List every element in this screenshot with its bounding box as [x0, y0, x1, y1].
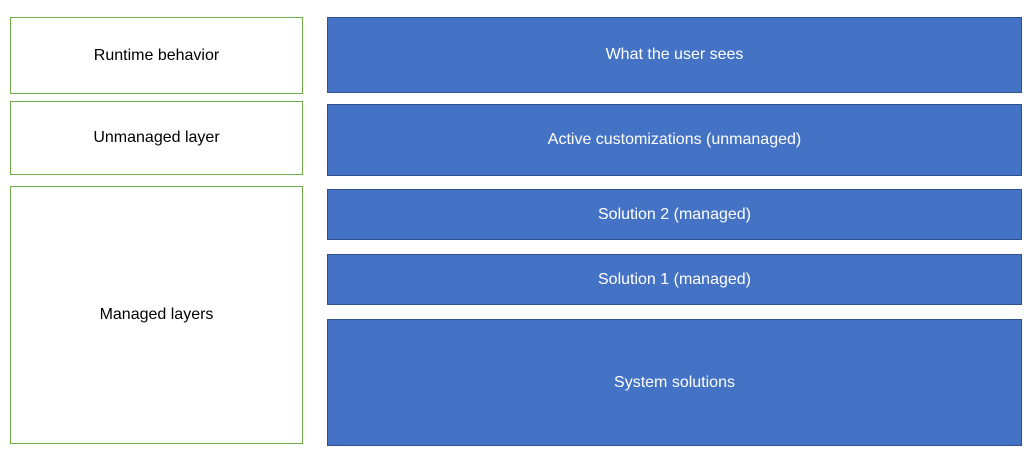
active-customizations-label: Active customizations (unmanaged) — [547, 131, 802, 148]
layer-box-what-the-user-sees: What the user sees — [327, 17, 1022, 93]
label-box-runtime-behavior: Runtime behavior — [10, 17, 303, 94]
layer-box-solution-1: Solution 1 (managed) — [327, 254, 1022, 305]
label-box-managed-layers: Managed layers — [10, 186, 303, 444]
solution-1-label: Solution 1 (managed) — [598, 270, 751, 288]
layer-box-system-solutions: System solutions — [327, 319, 1022, 446]
label-box-unmanaged-layer: Unmanaged layer — [10, 101, 303, 175]
managed-layers-label: Managed layers — [99, 306, 214, 323]
layer-box-active-customizations: Active customizations (unmanaged) — [327, 104, 1022, 176]
runtime-behavior-label: Runtime behavior — [93, 46, 220, 64]
solution-2-label: Solution 2 (managed) — [598, 205, 751, 223]
what-the-user-sees-label: What the user sees — [605, 46, 744, 63]
system-solutions-label: System solutions — [614, 373, 735, 391]
layer-box-solution-2: Solution 2 (managed) — [327, 189, 1022, 240]
unmanaged-layer-label: Unmanaged layer — [93, 129, 220, 146]
